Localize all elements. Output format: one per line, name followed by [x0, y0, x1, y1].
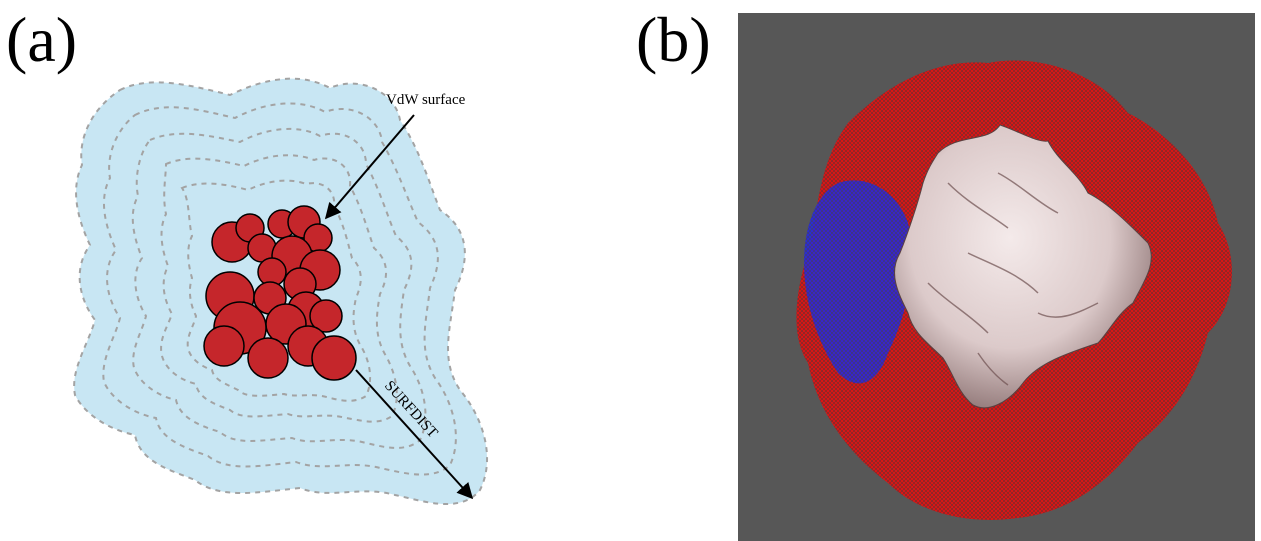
- protein-surface: [894, 124, 1152, 409]
- negative-potential-mesh: [804, 180, 912, 384]
- surface-shading: [927, 172, 1099, 386]
- electrostatic-render: [738, 13, 1255, 541]
- vdw-atoms: [203, 205, 357, 381]
- vdw-surface-arrow: [324, 114, 415, 220]
- surfdist-arrow: [355, 369, 474, 500]
- panel-b-label: (b): [636, 4, 711, 75]
- panel-a-label: (a): [6, 4, 78, 75]
- vdw-surface-annotation: VdW surface: [386, 92, 466, 108]
- surface-distance-diagram: VdW surface SURFDIST: [73, 77, 488, 505]
- distance-contours: [102, 102, 457, 476]
- render-canvas: [796, 60, 1232, 520]
